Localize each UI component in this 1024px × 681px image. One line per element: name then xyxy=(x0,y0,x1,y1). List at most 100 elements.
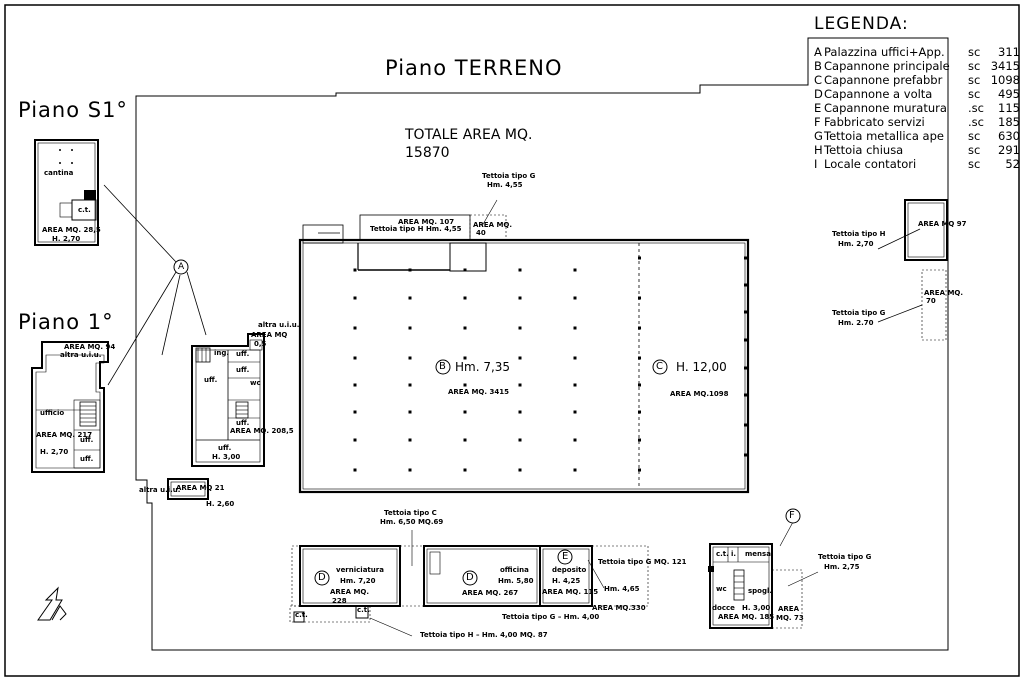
legend-value: 185 xyxy=(998,115,1020,129)
column-dot xyxy=(353,468,357,472)
total-area-label: TOTALE AREA MQ. xyxy=(405,127,533,143)
d2-height: Hm. 5,80 xyxy=(498,577,534,585)
c-area-label: AREA MQ.1098 xyxy=(670,390,729,398)
legend-key: E xyxy=(814,101,822,115)
c-height-label: H. 12,00 xyxy=(676,360,727,374)
column-dot xyxy=(573,438,577,442)
legend-unit: sc xyxy=(968,45,981,59)
d1-area-value: 228 xyxy=(332,597,347,605)
f-area-label: AREA MQ. 185 xyxy=(718,613,775,621)
building-a-ground xyxy=(191,333,265,467)
column-dot xyxy=(744,283,747,287)
a-height-label: H. 3,00 xyxy=(212,453,241,461)
g-top-area-value: 40 xyxy=(476,229,486,237)
column-dot xyxy=(408,268,412,272)
column-dot xyxy=(638,256,641,260)
column-dot xyxy=(744,310,747,314)
ct-bottom-label: c.t. xyxy=(295,611,308,619)
legend-unit: .sc xyxy=(968,115,984,129)
column-dot xyxy=(573,356,577,360)
legend-name: Tettoia chiusa xyxy=(824,143,904,157)
f-docce-label: docce xyxy=(712,604,735,612)
column-dot xyxy=(573,383,577,387)
g-mid-height: Hm. 4,65 xyxy=(604,585,640,593)
north-arrow-icon xyxy=(37,586,67,621)
column-dot xyxy=(463,410,467,414)
a-area-label: AREA MQ. 208,5 xyxy=(230,427,294,435)
marker-a-letter: A xyxy=(178,262,185,272)
drawing-title: Piano TERRENO xyxy=(385,56,563,80)
a-wc-label: wc xyxy=(250,379,261,387)
a-uff3-label: uff. xyxy=(204,376,218,384)
column-dot xyxy=(518,296,522,300)
legend-name: Capannone a volta xyxy=(824,87,933,101)
floor-1-title: Piano 1° xyxy=(18,310,114,334)
legend-name: Fabbricato servizi xyxy=(824,115,925,129)
floor-1-plan xyxy=(31,341,109,473)
column-dot xyxy=(353,410,357,414)
column-dot xyxy=(518,383,522,387)
h-right-area: AREA MQ 97 xyxy=(918,220,967,228)
column-dot xyxy=(518,326,522,330)
legend-value: 630 xyxy=(998,129,1020,143)
g-f-height: Hm. 2,75 xyxy=(824,563,860,571)
legend-unit: sc xyxy=(968,157,981,171)
legend-name: Capannone prefabbr xyxy=(824,73,943,87)
a-ing-label: ing. xyxy=(214,349,230,357)
d1-name: verniciatura xyxy=(336,566,384,574)
d2-name: officina xyxy=(500,566,529,574)
h-top-name: Tettoia tipo H Hm. 4,55 xyxy=(370,225,462,233)
bottom-buildings xyxy=(289,530,649,637)
h-right-height: Hm. 2,70 xyxy=(838,240,874,248)
legend-value: 1098 xyxy=(990,73,1020,87)
c-tettoia-name: Tettoia tipo C xyxy=(384,509,437,517)
a-uff2-label: uff. xyxy=(236,366,250,374)
i-height-label: H. 2,60 xyxy=(206,500,235,508)
b-area-label: AREA MQ. 3415 xyxy=(448,388,509,396)
marker-a-leaders xyxy=(103,184,207,386)
column-dot xyxy=(744,256,747,260)
column-dot xyxy=(744,338,747,342)
f-spogl-label: spogl. xyxy=(748,587,773,595)
column-dot xyxy=(744,453,747,457)
g-top-height: Hm. 4,55 xyxy=(487,181,523,189)
h-right-name: Tettoia tipo H xyxy=(832,230,886,238)
legend-value: 311 xyxy=(998,45,1020,59)
g-f-name: Tettoia tipo G xyxy=(818,553,872,561)
legend-unit: sc xyxy=(968,129,981,143)
g-right-area: AREA MQ. xyxy=(924,289,964,297)
marker-f-circle xyxy=(785,508,801,524)
column-dot xyxy=(638,438,641,442)
legend-title: LEGENDA: xyxy=(814,14,909,34)
column-dot xyxy=(744,366,747,370)
column-dot xyxy=(518,468,522,472)
i-area-label: AREA MQ 21 xyxy=(176,484,225,492)
column-dot xyxy=(518,356,522,360)
d1-area: AREA MQ. xyxy=(330,588,370,596)
f-area2-label: AREA xyxy=(778,605,800,613)
building-i-meter-room xyxy=(167,478,209,500)
legend-key: A xyxy=(814,45,822,59)
f-area2-value: MQ. 73 xyxy=(776,614,804,622)
legend-value: 291 xyxy=(998,143,1020,157)
column-dot xyxy=(463,356,467,360)
building-b-c xyxy=(298,199,750,494)
column-dot xyxy=(638,410,641,414)
s1-area-label: AREA MQ. 28,5 xyxy=(42,226,101,234)
column-dot xyxy=(463,468,467,472)
legend-key: B xyxy=(814,59,822,73)
legend-value: 52 xyxy=(1005,157,1020,171)
d1-height: Hm. 7,20 xyxy=(340,577,376,585)
legend-name: Tettoia metallica ape xyxy=(824,129,944,143)
e-area: AREA MQ. 115 xyxy=(542,588,599,596)
a-05-label: 0,5 xyxy=(254,340,267,348)
a-uff4-label: uff. xyxy=(236,419,250,427)
drawing-frame xyxy=(4,4,1020,677)
